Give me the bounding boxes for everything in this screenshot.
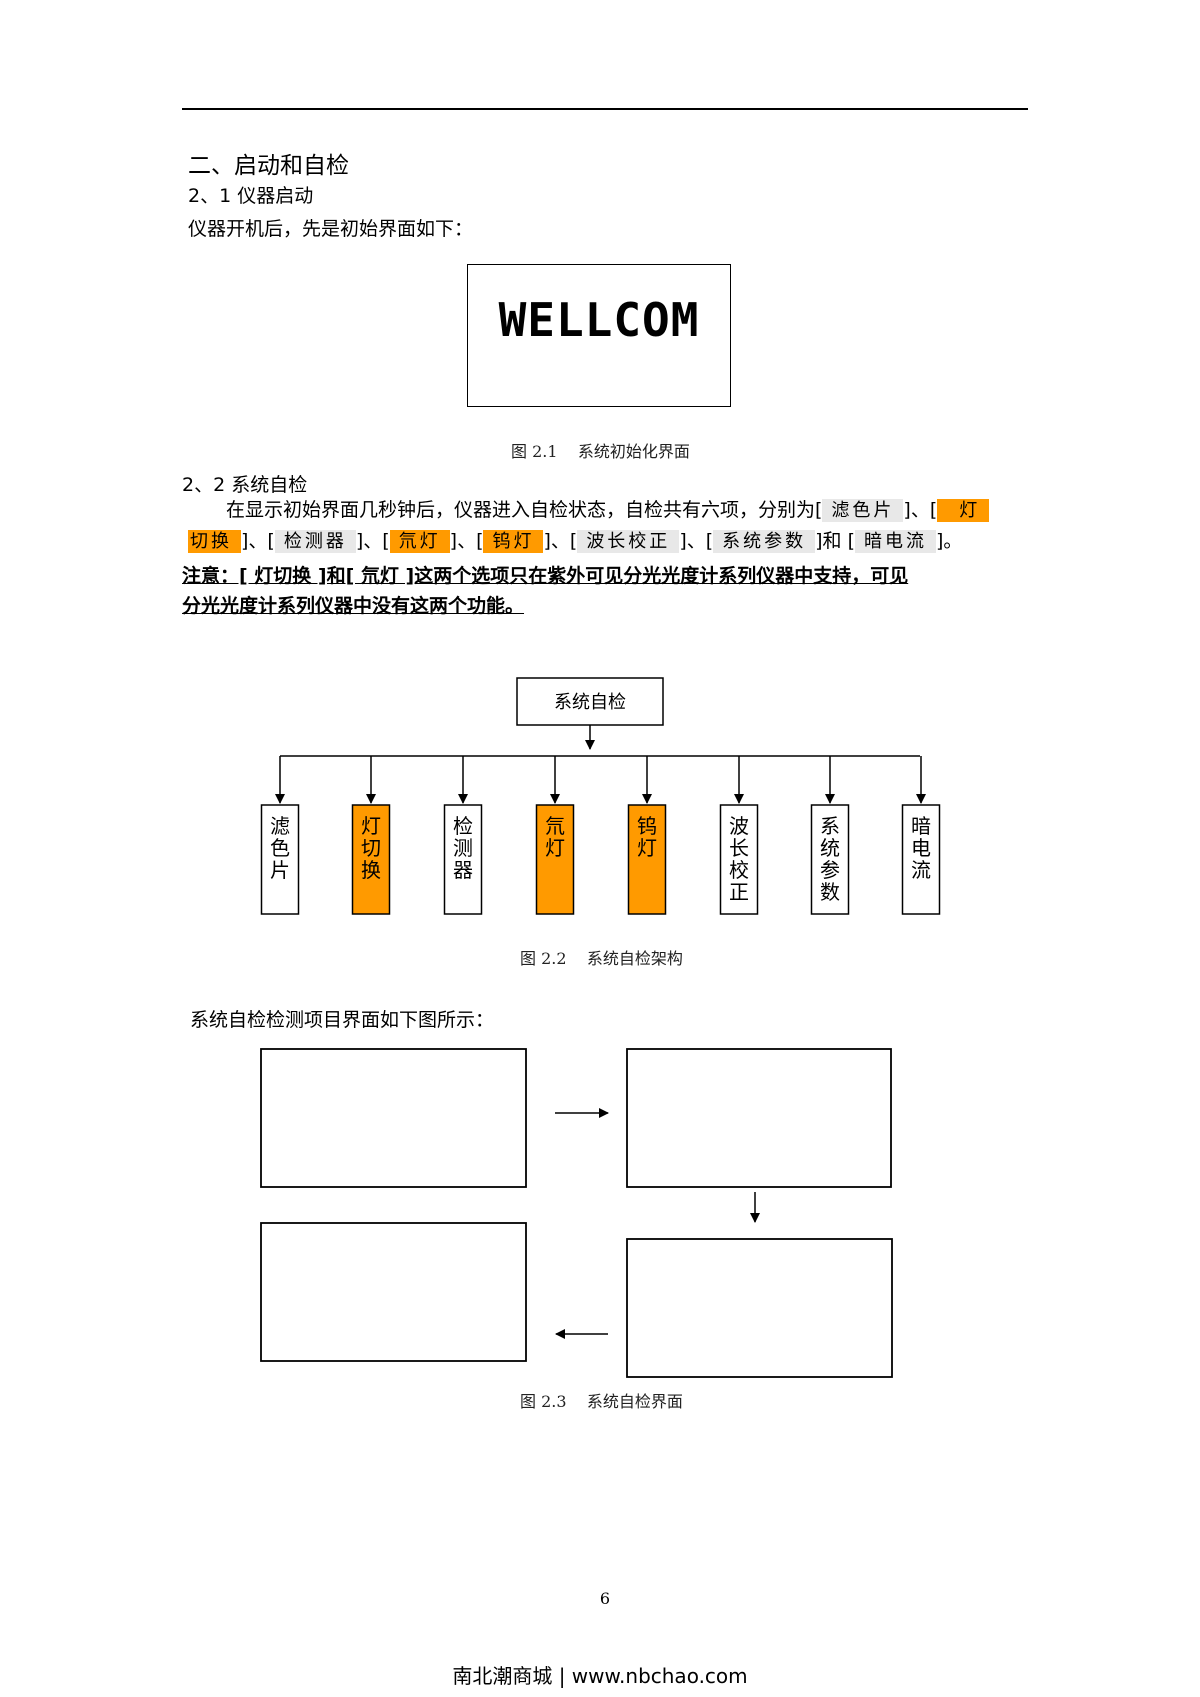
figure-2-2-caption: 图 2.2 系统自检架构 — [520, 949, 683, 968]
leaf-node-label: 系统参数 — [820, 814, 840, 904]
footer-site: 南北潮商城 | www.nbchao.com — [452, 1664, 748, 1688]
tag-lamp-switch-part1: 灯 — [937, 499, 990, 522]
tag-detector: 检测器 — [274, 530, 356, 553]
screen-box-2 — [626, 1048, 892, 1188]
note-line1: 注意：[ 灯切换 ]和[ 氘灯 ]这两个选项只在紫外可见分光光度计系列仪器中支持… — [182, 565, 909, 587]
screen-box-3 — [626, 1238, 893, 1378]
splash-screen-box — [467, 264, 731, 407]
tag-tungsten: 钨灯 — [483, 530, 544, 553]
screen-box-4 — [260, 1222, 527, 1362]
header-rule — [182, 108, 1028, 110]
separator: ]、[ — [449, 530, 484, 552]
selftest-paragraph-line1: 在显示初始界面几秒钟后，仪器进入自检状态，自检共有六项，分别为[滤色片]、[灯 — [182, 495, 990, 526]
leaf-node-label: 氘灯 — [545, 814, 565, 860]
screen-box-1 — [260, 1048, 527, 1188]
leaf-node-label: 灯切换 — [361, 814, 381, 882]
leaf-node-box — [535, 804, 575, 915]
screens-intro-text: 系统自检检测项目界面如下图所示： — [190, 1009, 495, 1031]
startup-text: 仪器开机后，先是初始界面如下： — [188, 218, 474, 240]
leaf-node-label: 钨灯 — [637, 814, 657, 860]
root-node-label: 系统自检 — [554, 692, 626, 713]
selftest-heading: 2、2 系统自检 — [182, 474, 308, 496]
note-line2: 分光光度计系列仪器中没有这两个功能。 — [182, 595, 525, 617]
figure-2-3-caption: 图 2.3 系统自检界面 — [520, 1392, 683, 1411]
tag-dark: 暗电流 — [855, 530, 937, 553]
page-number: 6 — [599, 1589, 611, 1608]
selftest-architecture-diagram: 系统自检 滤色片 灯切换 检测器 氘灯 钨灯 波长校正 系统参数 暗电流 — [260, 677, 941, 915]
para-lead: 在显示初始界面几秒钟后，仪器进入自检状态，自检共有六项，分别为[ — [226, 499, 823, 521]
leaf-node-label: 滤色片 — [270, 814, 290, 882]
leaf-node-label: 波长校正 — [729, 814, 749, 904]
separator: ]、[ — [543, 530, 578, 552]
separator: ]、[ — [241, 530, 275, 552]
splash-text: WELLCOM — [498, 293, 700, 347]
leaf-node-box — [719, 804, 759, 915]
tag-deuterium: 氘灯 — [389, 530, 450, 553]
leaf-node-label: 暗电流 — [911, 814, 931, 882]
tag-lamp-switch-part2: 切换 — [188, 530, 241, 553]
tag-filter: 滤色片 — [822, 499, 904, 522]
selftest-paragraph-line2: 切换]、[检测器]、[氘灯]、[钨灯]、[波长校正]、[系统参数]和 [暗电流]… — [188, 526, 962, 557]
tag-wavelength: 波长校正 — [577, 530, 680, 553]
leaf-node-box — [810, 804, 850, 915]
startup-heading: 2、1 仪器启动 — [188, 185, 314, 207]
leaf-node-box — [260, 804, 300, 915]
separator: ]。 — [936, 530, 963, 552]
leaf-node-box — [351, 804, 391, 915]
separator: ]、[ — [903, 499, 938, 521]
section-title: 二、启动和自检 — [188, 153, 349, 179]
separator: ]、[ — [355, 530, 390, 552]
tag-params: 系统参数 — [713, 530, 816, 553]
leaf-node-box — [443, 804, 483, 915]
leaf-node-box — [627, 804, 667, 915]
separator: ]、[ — [679, 530, 714, 552]
figure-2-1-caption: 图 2.1 系统初始化界面 — [511, 442, 690, 461]
leaf-node-box — [901, 804, 941, 915]
separator: ]和 [ — [815, 530, 856, 552]
selftest-screens-flow — [260, 1048, 893, 1378]
leaf-node-label: 检测器 — [453, 814, 473, 882]
